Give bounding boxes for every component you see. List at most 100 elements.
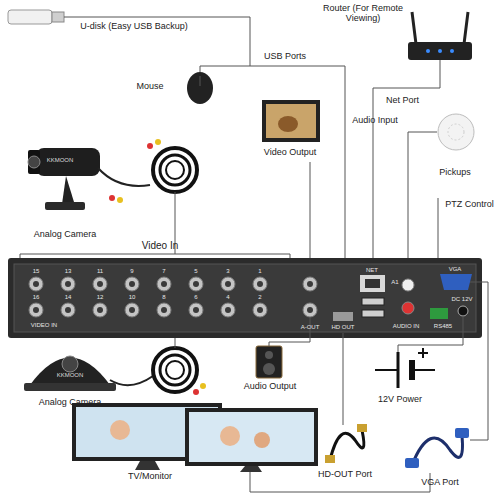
bnc-connector [157, 303, 171, 317]
bnc-connector [93, 277, 107, 291]
bnc-connector [125, 303, 139, 317]
cable-plug [155, 139, 161, 145]
dvr-back-panel [8, 258, 482, 338]
camera-mount [45, 202, 85, 210]
camera-lens [28, 156, 40, 168]
monitor-stand [135, 461, 160, 470]
hdmi-cable [330, 430, 364, 460]
cable-coil [160, 155, 190, 185]
video-plug [117, 197, 123, 203]
bnc-connector [61, 277, 75, 291]
bnc-connector [189, 277, 203, 291]
device-label: Pickups [430, 168, 480, 178]
panel-label: DC 12V [446, 296, 478, 303]
router-led [450, 49, 454, 53]
mouse-icon [187, 72, 213, 104]
port-number: 5 [186, 268, 206, 275]
panel-label: HD OUT [328, 324, 358, 331]
bnc-connector [253, 303, 267, 317]
cable-plug [147, 143, 153, 149]
video-in-leader-line [175, 338, 176, 348]
power-plug [109, 195, 115, 201]
device-label: TV/Monitor [100, 472, 200, 482]
bnc-connector [93, 303, 107, 317]
port-label: PTZ Control [442, 200, 497, 210]
power-leader-line [398, 316, 463, 352]
hdmi-port [333, 312, 353, 321]
screen-picture [220, 426, 240, 446]
port-label: Audio Input [345, 116, 405, 126]
port-number: 2 [250, 294, 270, 301]
port-label: Net Port [380, 96, 425, 106]
monitor-stand [240, 466, 262, 472]
port-number: 8 [154, 294, 174, 301]
bnc-connector [189, 303, 203, 317]
brand-mark: KKMOON [50, 372, 90, 379]
panel-label: VIDEO IN [24, 322, 64, 329]
panel-label: A-OUT [295, 324, 325, 331]
rs485-terminal [430, 308, 448, 319]
video-in-bracket [20, 254, 290, 258]
bullet-camera [36, 148, 100, 176]
device-label: Analog Camera [20, 398, 120, 408]
speaker-woofer [263, 363, 275, 375]
device-label: Audio Output [235, 382, 305, 392]
port-number: 1 [250, 268, 270, 275]
speaker-icon [256, 346, 282, 378]
panel-label: A1 [388, 279, 402, 286]
camera-bracket [62, 176, 74, 204]
device-label: U-disk (Easy USB Backup) [68, 22, 200, 32]
camera-lens [62, 356, 78, 372]
router-led [438, 49, 442, 53]
dc-jack [458, 306, 468, 316]
dvr-inner-panel [14, 264, 476, 332]
cable-coil [166, 361, 184, 379]
usb-stick [8, 10, 52, 24]
pickup-grille [448, 124, 464, 140]
battery-leads [375, 369, 435, 371]
bnc-connector [221, 277, 235, 291]
vga-port [440, 274, 472, 290]
router-led [426, 49, 430, 53]
panel-label: AUDIO IN [386, 323, 426, 330]
battery-plate [409, 360, 415, 380]
device-label: Router (For Remote Viewing) [318, 4, 408, 24]
port-label: VGA Port [400, 478, 480, 488]
cable-coil [160, 355, 190, 385]
brand-mark: KKMOON [40, 157, 80, 164]
device-label: Mouse [125, 82, 175, 92]
video-out-bnc [303, 277, 317, 291]
bnc-connector [29, 303, 43, 317]
port-number: 16 [26, 294, 46, 301]
usb-port [362, 298, 384, 305]
cable-plug [193, 389, 199, 395]
port-number: 3 [218, 268, 238, 275]
bnc-connector [157, 277, 171, 291]
bnc-connector [29, 277, 43, 291]
monitor-screen [189, 412, 314, 462]
camera-lens-hood [28, 150, 40, 174]
hdmi-leader-line [343, 333, 344, 425]
vga-plug [405, 458, 419, 468]
panel-label: NET [357, 267, 387, 274]
monitor-screen [266, 104, 316, 138]
speaker-tweeter [265, 351, 273, 359]
port-label: USB Ports [255, 52, 315, 62]
rca-jack [402, 302, 414, 314]
net-port [360, 275, 385, 292]
panel-label: VGA [440, 266, 470, 273]
device-label: 12V Power [365, 395, 435, 405]
vga-leader-line [470, 282, 488, 440]
port-number: 11 [90, 268, 110, 275]
panel-label: RS485 [428, 323, 458, 330]
router-antenna [412, 12, 416, 44]
screen-picture [254, 432, 270, 448]
hdmi-plug [325, 455, 335, 463]
dome-camera-base [24, 383, 116, 391]
usb-plug [52, 12, 64, 22]
bnc-connector [253, 277, 267, 291]
mouse-button-line [200, 76, 201, 86]
port-number: 10 [122, 294, 142, 301]
port-label: Video Output [250, 148, 330, 158]
rca-jack [402, 279, 414, 291]
